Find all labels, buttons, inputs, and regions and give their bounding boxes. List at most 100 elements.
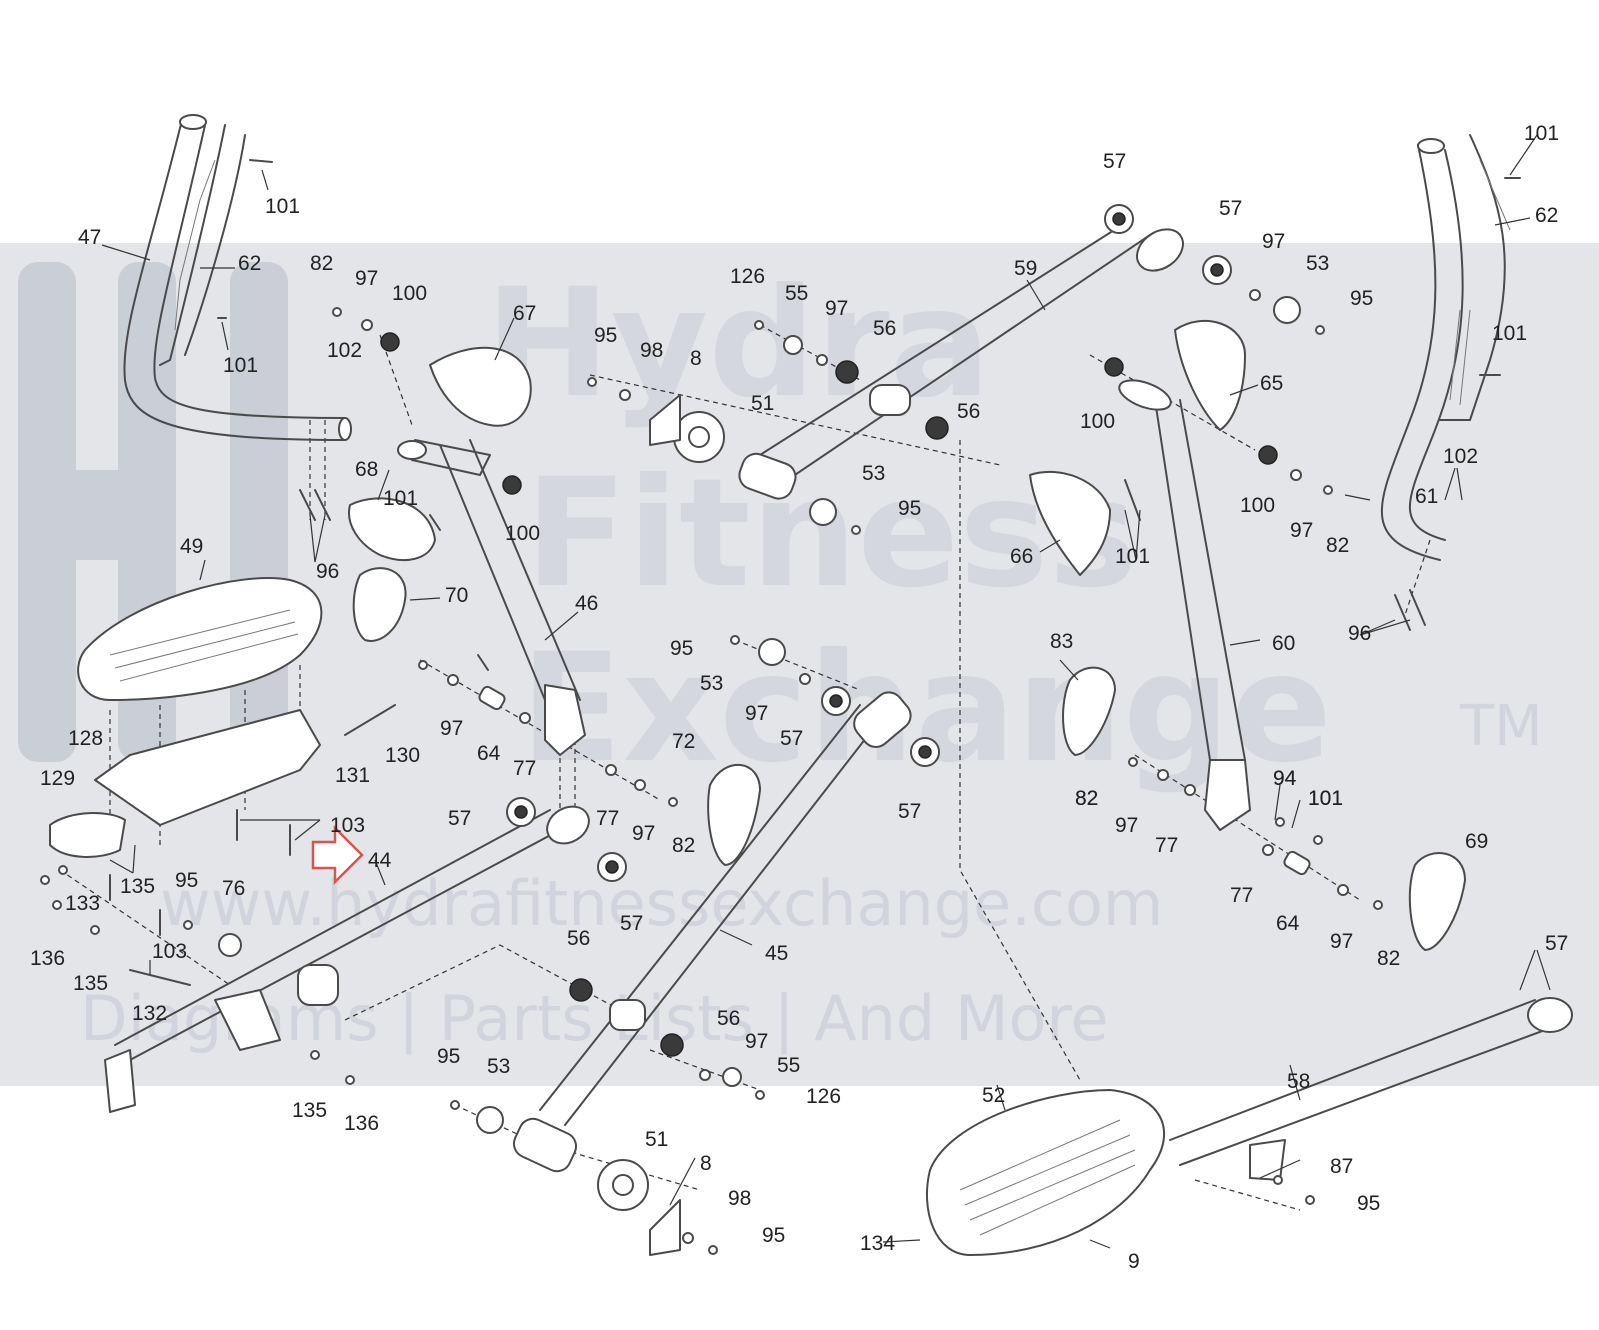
callout-101-c: 101	[1524, 122, 1559, 145]
callout-95-a: 95	[594, 324, 617, 347]
upper-arm-59	[738, 219, 1184, 500]
callout-52: 52	[982, 1084, 1005, 1107]
callout-136-b: 136	[344, 1112, 379, 1135]
frame-44	[104, 805, 590, 1113]
callout-8-a: 8	[690, 347, 702, 370]
callout-95-g: 95	[762, 1224, 785, 1247]
callout-97-f: 97	[440, 717, 463, 740]
callout-96-a: 96	[316, 560, 339, 583]
callout-82-c: 82	[1075, 787, 1098, 810]
fasteners	[40, 159, 1521, 1255]
callout-94-b: 94	[1273, 767, 1297, 790]
callout-70: 70	[445, 584, 468, 607]
callout-133: 133	[65, 892, 100, 915]
cover-72	[707, 764, 761, 866]
callout-95-f: 95	[437, 1045, 460, 1068]
callout-60: 60	[1272, 632, 1295, 655]
callout-97-c: 97	[1262, 230, 1285, 253]
callout-46: 46	[575, 592, 598, 615]
lower-rail-58	[1169, 997, 1573, 1181]
cover-68	[348, 497, 436, 561]
callout-97-g: 97	[632, 822, 655, 845]
callout-126-b: 126	[806, 1085, 841, 1108]
callout-77-a: 77	[513, 757, 536, 780]
callout-97-a: 97	[355, 267, 378, 290]
callout-103-b: 103	[152, 940, 187, 963]
callout-100-b: 100	[1080, 410, 1115, 433]
callout-56-c: 56	[567, 927, 590, 950]
callout-49: 49	[180, 535, 203, 558]
callout-77-c: 77	[1155, 834, 1178, 857]
callout-57-g: 57	[1545, 932, 1568, 955]
plate-128	[94, 709, 321, 826]
callout-100-d: 100	[1240, 494, 1275, 517]
pedal-49	[77, 577, 323, 701]
callout-56-a: 56	[873, 317, 896, 340]
callout-59: 59	[1014, 257, 1037, 280]
callout-87: 87	[1330, 1155, 1353, 1178]
right-upright-60	[1118, 379, 1251, 831]
callout-58: 58	[1287, 1070, 1310, 1093]
callout-103-a: 103	[330, 814, 365, 837]
callout-72: 72	[672, 730, 695, 753]
callout-134: 134	[860, 1232, 895, 1255]
callout-57-b: 57	[1219, 197, 1242, 220]
callout-101-d: 101	[1492, 322, 1527, 345]
callout-53-c: 53	[700, 672, 723, 695]
cover-83	[1062, 666, 1116, 756]
callout-45: 45	[765, 942, 788, 965]
callout-97-h: 97	[1115, 814, 1138, 837]
callout-53-b: 53	[862, 462, 885, 485]
callout-129: 129	[40, 767, 75, 790]
callout-47: 47	[78, 226, 101, 249]
callout-95-h: 95	[1357, 1192, 1380, 1215]
cover-70	[352, 567, 407, 642]
callout-8-b: 8	[700, 1152, 712, 1175]
left-upright-46	[397, 439, 586, 756]
callout-51-b: 51	[645, 1128, 668, 1151]
callout-97-d: 97	[1290, 519, 1313, 542]
callout-97-e: 97	[745, 702, 768, 725]
callout-126-a: 126	[730, 265, 765, 288]
callout-61: 61	[1415, 485, 1438, 508]
arrow-right-icon	[311, 824, 364, 886]
wheels	[218, 204, 1278, 1256]
callout-131: 131	[335, 764, 370, 787]
callout-64-a: 64	[477, 742, 501, 765]
callout-44: 44	[368, 849, 392, 872]
callout-67: 67	[513, 302, 536, 325]
callout-95-b: 95	[1350, 287, 1373, 310]
callout-55-a: 55	[785, 282, 808, 305]
cover-69	[1408, 852, 1466, 951]
callout-101-f: 101	[1115, 545, 1150, 568]
callout-136-a: 136	[30, 947, 65, 970]
callout-97-j: 97	[745, 1030, 768, 1053]
callout-82-d: 82	[672, 834, 695, 857]
callout-95-d: 95	[670, 637, 693, 660]
cover-66	[1029, 470, 1111, 576]
callout-64-b: 64	[1276, 912, 1300, 935]
callout-101-b: 101	[223, 354, 258, 377]
callout-68: 68	[355, 458, 378, 481]
callout-135-c: 135	[292, 1099, 327, 1122]
callout-130: 130	[385, 744, 420, 767]
cover-67	[429, 346, 532, 427]
callout-101-g: 101	[1308, 787, 1343, 810]
callout-57-d: 57	[898, 800, 921, 823]
callout-100-c: 100	[505, 522, 540, 545]
callout-56-b: 56	[957, 400, 980, 423]
callout-57-a: 57	[1103, 150, 1126, 173]
callout-101-e: 101	[383, 487, 418, 510]
right-handlebar	[1380, 134, 1511, 561]
callout-82-a: 82	[310, 252, 333, 275]
callout-62-b: 62	[1535, 204, 1558, 227]
callout-69: 69	[1465, 830, 1488, 853]
left-handlebar	[123, 114, 352, 441]
callout-65: 65	[1260, 372, 1283, 395]
callout-83: 83	[1050, 630, 1073, 653]
callout-66: 66	[1010, 545, 1033, 568]
callout-76: 76	[222, 877, 245, 900]
pedal-52	[926, 1089, 1166, 1256]
callout-128: 128	[68, 727, 103, 750]
